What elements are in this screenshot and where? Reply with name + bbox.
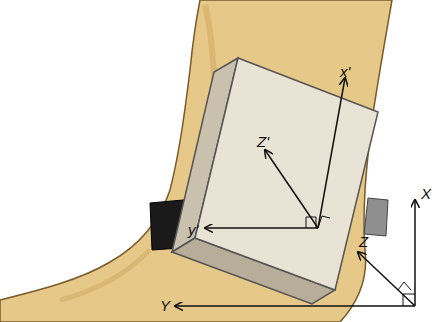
right-angle-mark bbox=[318, 216, 330, 228]
axis-arrow bbox=[358, 252, 415, 306]
shading bbox=[60, 250, 150, 300]
axis-label: Z' bbox=[257, 134, 269, 149]
axis-label: X bbox=[421, 186, 431, 201]
right-angle-mark bbox=[306, 217, 316, 228]
axis-arrow bbox=[175, 305, 415, 307]
axis-label: Z bbox=[359, 234, 368, 249]
sensor-box bbox=[195, 58, 378, 290]
axis-arrow bbox=[414, 200, 416, 306]
axis-arrow bbox=[205, 227, 318, 229]
leg-shape bbox=[0, 0, 392, 322]
axis-label: Y bbox=[160, 298, 170, 313]
axis-label: x' bbox=[340, 64, 350, 79]
right-angle-mark bbox=[403, 294, 415, 306]
axis-arrow bbox=[318, 78, 345, 228]
strap-tab bbox=[364, 198, 388, 236]
axis-label: y' bbox=[188, 222, 198, 237]
right-angle-mark bbox=[398, 282, 411, 290]
axis-arrow bbox=[265, 150, 318, 228]
